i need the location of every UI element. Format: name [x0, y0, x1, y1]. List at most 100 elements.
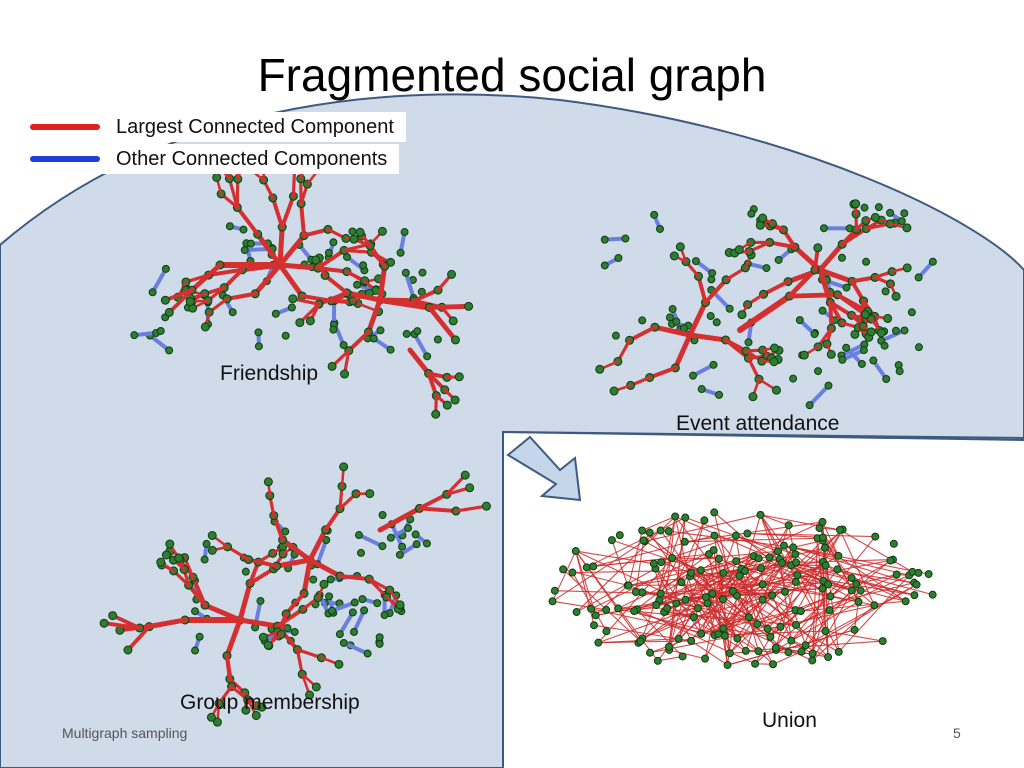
- lcc-edge: [687, 332, 729, 343]
- node: [757, 564, 766, 573]
- node: [862, 257, 871, 266]
- node: [363, 649, 372, 658]
- node: [808, 656, 817, 665]
- node: [821, 561, 830, 570]
- node: [589, 621, 598, 630]
- node: [821, 626, 830, 635]
- node: [615, 531, 624, 540]
- lcc-edge: [137, 617, 188, 631]
- node: [748, 392, 758, 402]
- node: [311, 682, 321, 692]
- node: [360, 606, 369, 615]
- node: [821, 543, 830, 552]
- node: [871, 532, 880, 541]
- node: [329, 325, 338, 334]
- node: [582, 563, 591, 572]
- union-edge: [586, 517, 686, 568]
- node: [672, 599, 681, 608]
- legend-label: Largest Connected Component: [116, 115, 394, 138]
- node: [206, 712, 216, 722]
- node: [824, 381, 833, 390]
- node: [631, 588, 640, 597]
- node: [639, 536, 648, 545]
- lcc-edge: [277, 224, 285, 268]
- node: [856, 586, 865, 595]
- node: [412, 540, 421, 549]
- lcc-edge: [377, 505, 422, 533]
- node: [600, 235, 609, 244]
- lcc-edge: [248, 566, 276, 586]
- node: [369, 334, 378, 343]
- node: [706, 312, 715, 321]
- lcc-edge: [377, 263, 388, 303]
- node: [774, 255, 783, 264]
- union-edge: [668, 603, 677, 651]
- lcc-edge: [835, 292, 868, 317]
- other-edge: [150, 266, 168, 295]
- node: [708, 589, 717, 598]
- node: [779, 541, 788, 550]
- node: [572, 608, 581, 617]
- node: [895, 367, 904, 376]
- union-edge: [772, 650, 802, 665]
- node: [672, 317, 681, 326]
- node: [914, 343, 923, 352]
- node: [646, 648, 655, 657]
- node: [765, 553, 774, 562]
- node: [649, 559, 658, 568]
- node: [664, 527, 673, 536]
- node: [900, 209, 909, 218]
- node: [400, 228, 409, 237]
- union-edge: [642, 616, 695, 639]
- node: [784, 648, 793, 657]
- node: [663, 604, 672, 613]
- node: [762, 264, 771, 273]
- lcc-edge: [189, 262, 223, 293]
- node: [826, 349, 836, 359]
- lcc-edge: [737, 293, 793, 333]
- node: [818, 533, 827, 542]
- node: [378, 542, 387, 551]
- node: [257, 702, 267, 712]
- node: [185, 297, 195, 307]
- node: [587, 604, 596, 613]
- lcc-edge: [454, 504, 489, 513]
- node: [697, 629, 706, 638]
- lcc-edge: [647, 365, 678, 380]
- node: [774, 547, 783, 556]
- node: [353, 280, 362, 289]
- node: [156, 326, 165, 335]
- other-edge: [412, 332, 430, 359]
- node: [696, 566, 705, 575]
- node: [254, 328, 263, 337]
- union-edge: [790, 536, 876, 642]
- node: [770, 343, 780, 353]
- node: [881, 287, 890, 296]
- node: [148, 288, 157, 297]
- union-edge: [690, 640, 728, 666]
- node: [263, 477, 273, 487]
- node: [847, 573, 856, 582]
- node: [349, 234, 359, 244]
- node: [207, 530, 217, 540]
- node: [254, 342, 263, 351]
- node: [431, 409, 441, 419]
- node: [611, 331, 620, 340]
- node: [754, 647, 763, 656]
- union-edge: [685, 517, 779, 552]
- node: [882, 375, 891, 384]
- node: [290, 627, 299, 636]
- lcc-edge: [344, 290, 383, 303]
- node: [386, 533, 395, 542]
- node: [123, 645, 133, 655]
- node: [358, 595, 367, 604]
- node: [814, 367, 823, 376]
- union-edge: [636, 609, 683, 657]
- node: [614, 254, 623, 263]
- node: [350, 598, 359, 607]
- node: [324, 248, 333, 257]
- node: [339, 462, 349, 472]
- node: [910, 591, 919, 600]
- node: [665, 313, 674, 322]
